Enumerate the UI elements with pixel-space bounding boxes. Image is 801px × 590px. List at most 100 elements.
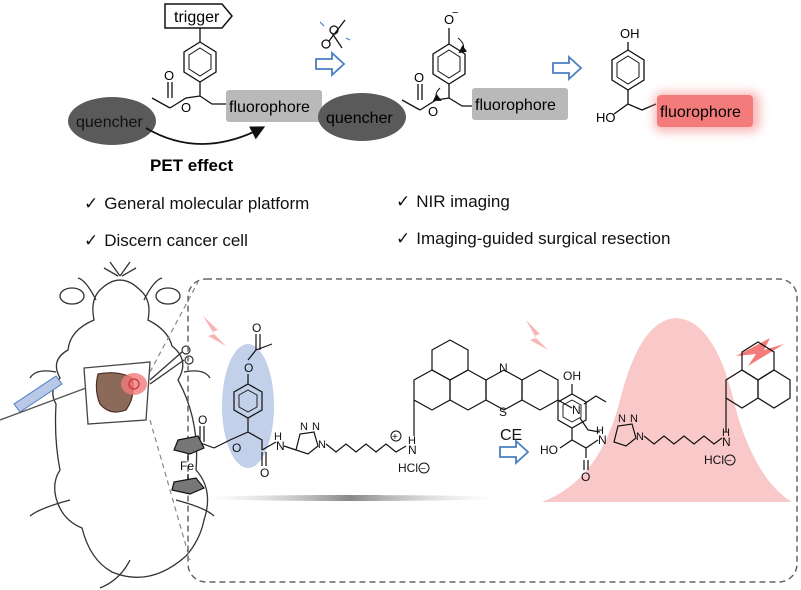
hcl-label: HCl xyxy=(398,461,418,475)
svg-text:HO: HO xyxy=(540,443,558,457)
svg-text:OH: OH xyxy=(563,369,581,383)
svg-text:H: H xyxy=(408,435,416,447)
ho-label-top: HO xyxy=(596,110,616,125)
hydroxyl-label: OH xyxy=(620,26,640,41)
fluorophore-box-1 xyxy=(226,90,322,122)
core-ring-c xyxy=(449,369,487,411)
probe-structure: O O O O O Fe H N N N N xyxy=(171,321,607,495)
fluorescence-glow xyxy=(542,318,792,502)
svg-text:N: N xyxy=(312,421,320,433)
mouse-tail xyxy=(99,559,131,589)
mouse-illustration xyxy=(29,261,215,589)
quencher-ellipse-1 xyxy=(68,97,156,145)
svg-text:N: N xyxy=(408,443,417,457)
product-structure: OH HO O H N N N N H N HCl − xyxy=(540,341,791,484)
svg-text:N: N xyxy=(630,413,638,425)
svg-text:N: N xyxy=(618,413,626,425)
trigger-highlight xyxy=(222,344,274,468)
core-ring-b xyxy=(413,369,451,411)
lightning-icon-1 xyxy=(203,316,226,346)
surgical-tools xyxy=(0,345,194,421)
reaction-arrow-2 xyxy=(552,54,583,82)
check-icon: ✓ xyxy=(396,229,411,248)
svg-text:−: − xyxy=(452,7,458,19)
svg-text:H: H xyxy=(722,427,730,439)
fluorophore-label-1: fluorophore xyxy=(229,99,310,116)
svg-text:N: N xyxy=(572,403,581,417)
svg-text:−: − xyxy=(726,456,732,467)
check-icon: ✓ xyxy=(84,194,99,213)
svg-text:O: O xyxy=(198,413,207,427)
phenolate-o: O xyxy=(444,12,454,27)
svg-text:N: N xyxy=(499,361,508,375)
fluorophore-label-2: fluorophore xyxy=(475,97,556,114)
product-core-c xyxy=(757,369,791,409)
carbonyl-o-2: O xyxy=(414,70,424,85)
feature-surgical-resection: ✓Imaging-guided surgical resection xyxy=(396,229,671,248)
scissors-icon xyxy=(319,19,351,49)
mouse-body xyxy=(52,279,209,578)
pet-label: PET effect xyxy=(150,156,233,175)
zoom-panel xyxy=(187,278,798,583)
svg-text:N: N xyxy=(300,421,308,433)
core-ring-e xyxy=(521,369,559,411)
forceps-ring-1 xyxy=(181,345,191,355)
quencher-ellipse-2 xyxy=(318,93,406,141)
cp-ring-bottom xyxy=(171,477,205,495)
tumor-spot xyxy=(128,378,140,390)
probe-molecule: trigger O O quencher fluorophore PET eff… xyxy=(68,3,322,175)
forceps-ring-2 xyxy=(184,355,194,365)
svg-text:+: + xyxy=(392,432,398,443)
svg-text:H: H xyxy=(596,425,604,437)
svg-text:O: O xyxy=(260,466,269,480)
fluorophore-label-3: fluorophore xyxy=(660,104,741,121)
tumor-glow xyxy=(121,373,147,395)
step-label: CE xyxy=(500,427,522,444)
pet-arrow xyxy=(145,126,266,145)
quencher-label-2: quencher xyxy=(326,110,393,127)
feature-discern-cancer: ✓Discern cancer cell xyxy=(84,231,248,250)
core-ring-d xyxy=(485,369,523,411)
triazole-ring xyxy=(295,431,319,455)
product-triazole xyxy=(613,423,637,447)
lightning-icon-3 xyxy=(736,338,784,366)
zoom-line-top xyxy=(149,281,199,373)
alkyl-chain xyxy=(325,443,407,453)
quencher-label-1: quencher xyxy=(76,114,143,131)
svg-text:H: H xyxy=(274,431,282,443)
svg-text:N: N xyxy=(318,439,326,451)
svg-text:O: O xyxy=(244,361,253,375)
organ xyxy=(95,372,147,413)
ester-o-1: O xyxy=(181,100,191,115)
svg-text:S: S xyxy=(499,405,507,419)
trigger-tag xyxy=(164,3,233,29)
svg-text:O: O xyxy=(232,441,241,455)
iron-label: Fe xyxy=(180,459,194,473)
feature-nir-imaging: ✓NIR imaging xyxy=(396,192,510,211)
cp-ring-top xyxy=(173,435,205,455)
carbonyl-o-1: O xyxy=(164,68,174,83)
fluorophore-box-2 xyxy=(472,88,568,120)
svg-text:HCl: HCl xyxy=(704,453,724,467)
reaction-arrow-1 xyxy=(315,50,346,78)
ce-arrow xyxy=(499,438,530,466)
intermediate-molecule: O − O O quencher fluorophore xyxy=(318,7,568,141)
ester-o-2: O xyxy=(428,104,438,119)
svg-text:−: − xyxy=(420,464,426,475)
svg-text:N: N xyxy=(598,433,607,447)
svg-text:O: O xyxy=(252,321,261,335)
trigger-label: trigger xyxy=(174,9,220,26)
check-icon: ✓ xyxy=(84,231,99,250)
check-icon: ✓ xyxy=(396,192,411,211)
released-molecule: OH HO fluorophore xyxy=(596,26,760,132)
feature-general-platform: ✓General molecular platform xyxy=(84,194,310,213)
imaging-probe xyxy=(13,375,63,413)
svg-text:O: O xyxy=(581,470,590,484)
svg-text:N: N xyxy=(722,435,731,449)
core-ring-a xyxy=(431,339,469,381)
svg-text:N: N xyxy=(276,439,285,453)
fluorophore-box-3 xyxy=(657,95,753,127)
molecule-shadow xyxy=(200,495,500,501)
svg-text:N: N xyxy=(636,431,644,443)
